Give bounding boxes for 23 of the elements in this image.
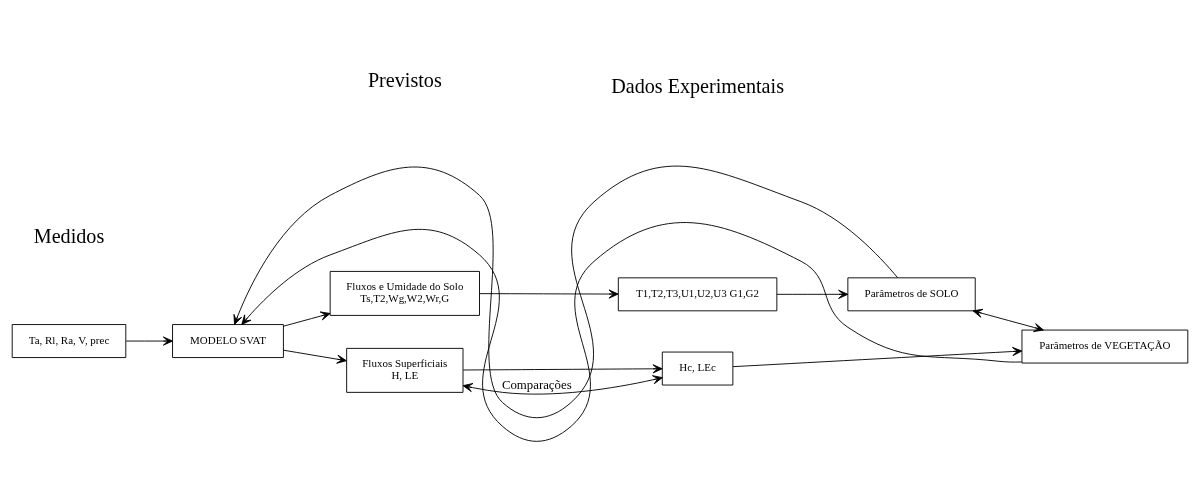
arrow	[283, 349, 347, 364]
node-box: Parâmetros de VEGETAÇÃO	[1021, 329, 1189, 364]
node-box: Fluxos e Umidade do Solo Ts,T2,Wg,W2,Wr,G	[329, 270, 480, 316]
label: Medidos	[33, 224, 105, 247]
arrow	[233, 165, 899, 419]
node-box: MODELO SVAT	[172, 324, 284, 358]
label: Previstos	[367, 68, 442, 91]
arrow	[972, 308, 1044, 333]
node-box: T1,T2,T3,U1,U2,U3 G1,G2	[617, 277, 778, 312]
edge-label: Comparações	[501, 377, 572, 392]
node-box: Hc, LEc	[661, 351, 734, 386]
node-box: Parâmetros de SOLO	[847, 277, 976, 312]
node-box: Ta, Rl, Ra, V, prec	[11, 324, 127, 358]
arrow	[283, 311, 331, 327]
arrow	[462, 364, 663, 374]
arrow	[479, 289, 619, 299]
arrow	[125, 336, 173, 346]
arrow	[776, 289, 849, 299]
node-box: Fluxos Superficiais H, LE	[346, 347, 464, 393]
arrow	[241, 222, 1023, 442]
arrow	[462, 375, 663, 395]
arrow	[732, 346, 1023, 368]
label: Dados Experimentais	[611, 75, 784, 98]
